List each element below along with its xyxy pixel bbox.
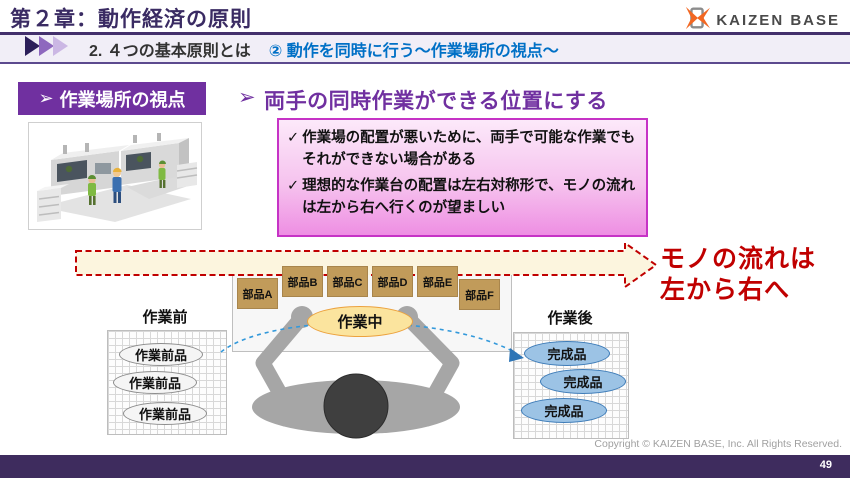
- viewpoint-label: 作業場所の視点: [59, 89, 186, 110]
- logo-text: KAIZEN BASE: [716, 12, 840, 29]
- finished-item: 完成品: [540, 369, 626, 394]
- part-box-f: 部品F: [459, 279, 500, 310]
- flow-note-line1: モノの流れは: [660, 245, 817, 273]
- after-label: 作業後: [547, 310, 593, 327]
- bullet-text: 作業場の配置が悪いために、両手で可能な作業でもそれができない場合がある: [302, 130, 636, 169]
- worker-blue: [112, 167, 122, 203]
- worker-green-1: [88, 175, 96, 205]
- section-label: 2. ４つの基本原則とは: [89, 42, 251, 60]
- before-item: 作業前品: [113, 371, 197, 394]
- finished-item: 完成品: [521, 398, 607, 423]
- check-icon: ✓: [287, 177, 300, 194]
- part-box-c: 部品C: [327, 266, 368, 297]
- kaizen-base-logo: KAIZEN BASE: [683, 5, 840, 36]
- key-points-box: ✓ 作業場の配置が悪いために、両手で可能な作業でもそれができない場合がある ✓ …: [277, 118, 648, 237]
- head: [323, 373, 389, 439]
- viewpoint-box: ➢ 作業場所の視点: [18, 82, 206, 115]
- bullet-item: ✓ 理想的な作業台の配置は左右対称形で、モノの流れは左から右へ行くのが望ましい: [287, 175, 638, 220]
- flow-direction-note: モノの流れは 左から右へ: [660, 244, 845, 306]
- chapter-title: 第２章：動作経済の原則: [10, 8, 252, 31]
- flow-note-line2: 左から右へ: [660, 276, 791, 304]
- check-icon: ✓: [287, 130, 300, 146]
- main-heading: ➢ 両手の同時作業ができる位置にする: [238, 85, 608, 115]
- factory-illustration: [29, 123, 199, 227]
- part-box-a: 部品A: [237, 278, 278, 309]
- chevrons-icon: [25, 36, 77, 61]
- before-item: 作業前品: [119, 343, 203, 366]
- bullet-item: ✓ 作業場の配置が悪いために、両手で可能な作業でもそれができない場合がある: [287, 127, 638, 172]
- subtitle-bar: 2. ４つの基本原則とは ② 動作を同時に行う～作業場所の視点～: [0, 35, 850, 64]
- shoulders: [252, 380, 460, 434]
- title-divider: [0, 32, 850, 35]
- page-number: 49: [819, 459, 832, 471]
- working-label: 作業中: [307, 306, 413, 337]
- before-label: 作業前: [142, 309, 188, 326]
- finished-item: 完成品: [524, 341, 610, 366]
- arrow-icon: ➢: [38, 88, 54, 108]
- factory-image-frame: [28, 122, 202, 230]
- copyright-text: Copyright © KAIZEN BASE, Inc. All Rights…: [594, 438, 842, 450]
- arrow-icon: ➢: [238, 86, 257, 109]
- before-item: 作業前品: [123, 402, 207, 425]
- kaizen-logo-icon: [683, 5, 711, 36]
- main-heading-text: 両手の同時作業ができる位置にする: [264, 90, 608, 113]
- topic-label: ② 動作を同時に行う～作業場所の視点～: [268, 42, 559, 60]
- bullet-text: 理想的な作業台の配置は左右対称形で、モノの流れは左から右へ行くのが望ましい: [302, 177, 636, 217]
- part-box-e: 部品E: [417, 266, 458, 297]
- part-box-d: 部品D: [372, 266, 413, 297]
- footer-bar: [0, 455, 850, 478]
- part-box-b: 部品B: [282, 266, 323, 297]
- worker-green-2: [158, 160, 166, 188]
